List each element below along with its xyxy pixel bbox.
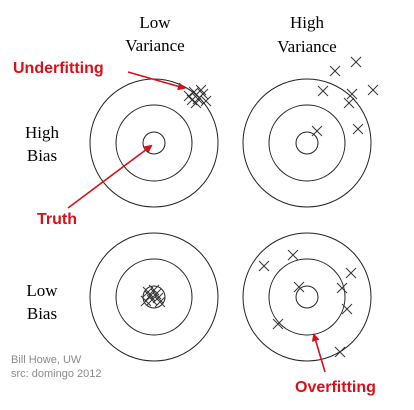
- row-header-high-bias-line2: Bias: [27, 146, 57, 165]
- cross-mark-icon: [336, 282, 348, 294]
- cross-mark-icon: [350, 56, 362, 68]
- overfitting-label: Overfitting: [295, 379, 376, 396]
- target-low-variance-low-bias: [89, 232, 219, 362]
- row-header-high-bias-line1: High: [25, 123, 60, 142]
- cross-mark-icon: [272, 318, 284, 330]
- cross-mark-icon: [341, 303, 353, 315]
- underfitting-label: Underfitting: [13, 60, 104, 77]
- column-header-high-variance-line2: Variance: [277, 37, 336, 56]
- row-header-low-bias-line1: Low: [26, 281, 58, 300]
- cross-mark-icon: [152, 292, 164, 304]
- cross-mark-icon: [186, 94, 198, 106]
- cross-mark-icon: [345, 267, 357, 279]
- marks-low-variance-low-bias: [140, 284, 166, 308]
- column-header-low-variance-line1: Low: [139, 13, 171, 32]
- cross-mark-icon: [287, 249, 299, 261]
- target-high-variance-low-bias: [242, 232, 372, 362]
- row-header-low-bias-line2: Bias: [27, 304, 57, 323]
- cross-mark-icon: [334, 346, 346, 358]
- truth-arrow: [67, 144, 153, 209]
- column-header-low-variance-line2: Variance: [125, 36, 184, 55]
- marks-low-variance-high-bias: [183, 84, 212, 109]
- cross-mark-icon: [329, 65, 341, 77]
- cross-mark-icon: [140, 295, 152, 307]
- cross-mark-icon: [346, 88, 358, 100]
- credit-source: src: domingo 2012: [11, 368, 102, 380]
- cross-mark-icon: [367, 84, 379, 96]
- cross-mark-icon: [293, 281, 305, 293]
- column-header-high-variance-line1: High: [290, 13, 325, 32]
- marks-high-variance-low-bias: [258, 249, 357, 358]
- credit-author: Bill Howe, UW: [11, 354, 82, 366]
- target-high-variance-high-bias: [242, 78, 372, 208]
- cross-mark-icon: [258, 260, 270, 272]
- cross-mark-icon: [343, 97, 355, 109]
- cross-mark-icon: [144, 290, 156, 302]
- underfitting-arrow: [127, 71, 186, 91]
- cross-mark-icon: [317, 85, 329, 97]
- cross-mark-icon: [195, 84, 207, 96]
- cross-mark-icon: [148, 284, 160, 296]
- truth-label: Truth: [37, 211, 77, 228]
- cross-mark-icon: [352, 123, 364, 135]
- cross-mark-icon: [311, 125, 323, 137]
- cross-mark-icon: [200, 95, 212, 107]
- overfitting-arrow: [311, 333, 326, 373]
- marks-high-variance-high-bias: [311, 56, 379, 137]
